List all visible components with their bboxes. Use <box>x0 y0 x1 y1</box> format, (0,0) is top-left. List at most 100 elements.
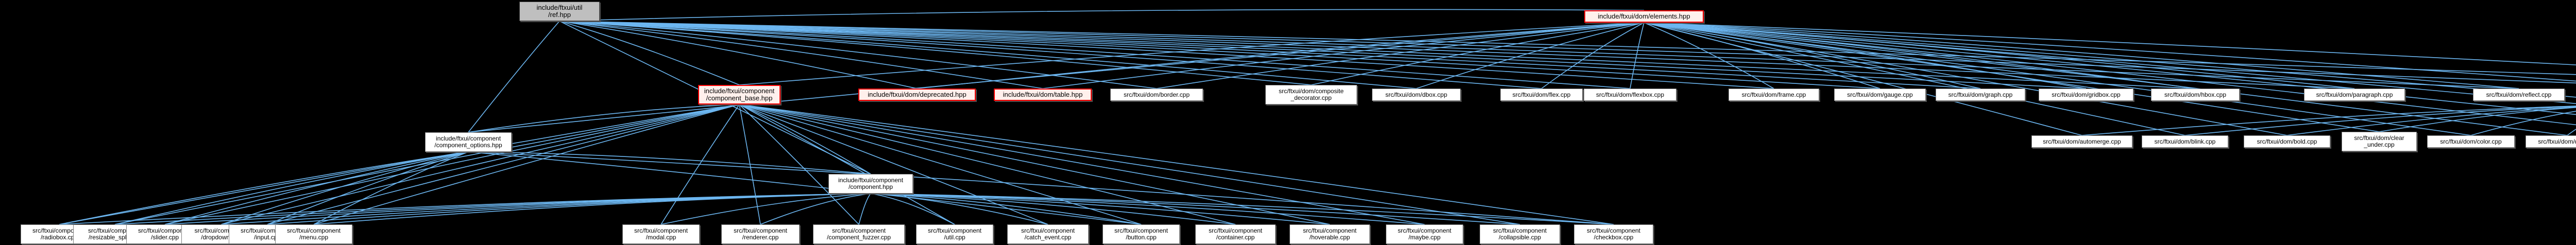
graph-node[interactable]: src/ftxui/dom/reflect.cpp <box>2473 89 2565 101</box>
graph-edge <box>1643 22 1981 89</box>
graph-node[interactable]: src/ftxui/dom/bold.cpp <box>2244 135 2330 148</box>
graph-edge <box>313 151 469 225</box>
graph-edge <box>660 104 740 225</box>
graph-edge <box>739 104 1236 225</box>
graph-node[interactable]: src/ftxui/dom/hbox.cpp <box>2151 89 2240 101</box>
graph-node[interactable]: include/ftxui/dom/table.hpp <box>994 89 1092 101</box>
graph-node[interactable]: src/ftxui/dom/automerge.cpp <box>2031 135 2132 148</box>
graph-edge <box>559 21 2576 84</box>
graph-node[interactable]: src/ftxui/dom/color.cpp <box>2427 135 2515 148</box>
graph-node[interactable]: src/ftxui/component /util.cpp <box>916 224 993 244</box>
graph-edge <box>559 21 918 89</box>
graph-node[interactable]: include/ftxui/dom/elements.hpp <box>1584 10 1704 23</box>
graph-node[interactable]: src/ftxui/dom/paragraph.cpp <box>2304 89 2405 101</box>
graph-edge <box>267 151 469 225</box>
graph-edge <box>870 193 1048 225</box>
graph-edge <box>739 104 871 174</box>
graph-edge <box>164 193 871 225</box>
graph-edge <box>559 21 1631 89</box>
graph-edge <box>559 21 1880 89</box>
graph-node[interactable]: src/ftxui/dom/graph.cpp <box>1936 89 2025 101</box>
graph-node[interactable]: src/ftxui/dom/dbox.cpp <box>1372 89 1461 101</box>
graph-node[interactable]: src/ftxui/dom/frame.cpp <box>1728 89 1819 101</box>
graph-edge <box>739 104 1330 225</box>
graph-edge <box>559 21 1417 89</box>
graph-node[interactable]: src/ftxui/component /maybe.cpp <box>1386 224 1463 244</box>
graph-node[interactable]: src/ftxui/dom/dim.cpp <box>2526 135 2576 148</box>
graph-edge <box>739 104 1614 225</box>
graph-edge <box>739 104 859 225</box>
graph-edge <box>1643 22 2568 136</box>
graph-node[interactable]: src/ftxui/dom/composite _decorator.cpp <box>1265 85 1357 104</box>
graph-edge <box>739 104 1425 225</box>
graph-edge <box>221 193 871 225</box>
graph-node[interactable]: src/ftxui/component /checkbox.cpp <box>1574 224 1653 244</box>
graph-edge <box>1541 22 1645 89</box>
graph-edge <box>870 193 1236 225</box>
graph-edge <box>1643 22 2576 98</box>
graph-node[interactable]: include/ftxui/util /ref.hpp <box>519 2 600 21</box>
graph-edge <box>559 21 2355 89</box>
graph-node[interactable]: src/ftxui/component /modal.cpp <box>622 224 700 244</box>
graph-edge <box>2567 129 2576 136</box>
graph-edge <box>559 21 1312 85</box>
graph-edge <box>468 21 560 133</box>
graph-edge <box>870 193 1330 225</box>
graph-node[interactable]: src/ftxui/dom/clear _under.cpp <box>2342 132 2417 151</box>
graph-edge <box>559 21 2519 89</box>
graph-edge <box>559 21 2087 89</box>
graph-edge <box>1643 22 2380 132</box>
graph-edge <box>1643 22 2196 89</box>
graph-node[interactable]: include/ftxui/component /component_optio… <box>425 132 512 152</box>
graph-edge <box>559 21 2196 89</box>
graph-edge <box>559 21 1981 89</box>
graph-edge <box>870 193 1142 225</box>
graph-edge <box>739 104 1142 225</box>
graph-edge <box>1643 22 2287 136</box>
graph-edge <box>760 193 871 225</box>
graph-edge <box>114 193 871 225</box>
graph-node[interactable]: src/ftxui/dom/border.cpp <box>1110 89 1203 101</box>
graph-node[interactable]: src/ftxui/component /hoverable.cpp <box>1290 224 1370 244</box>
graph-node[interactable]: src/ftxui/dom/flexbox.cpp <box>1584 89 1676 101</box>
graph-node[interactable]: src/ftxui/dom/gridbox.cpp <box>2039 89 2133 101</box>
graph-edge <box>1643 22 2471 136</box>
graph-edge <box>559 21 1542 89</box>
graph-edge <box>739 104 761 225</box>
graph-node[interactable]: src/ftxui/component /catch_event.cpp <box>1007 224 1089 244</box>
graph-node[interactable]: src/ftxui/component /renderer.cpp <box>721 224 800 244</box>
graph-edge <box>660 193 871 225</box>
graph-edge <box>1643 22 2576 65</box>
graph-node[interactable]: src/ftxui/dom/blink.cpp <box>2142 135 2228 148</box>
graph-edge <box>313 104 740 225</box>
graph-edge <box>468 104 740 133</box>
graph-node[interactable]: src/ftxui/dom/flex.cpp <box>1500 89 1583 101</box>
graph-edge <box>739 104 955 225</box>
graph-node[interactable]: src/ftxui/component /container.cpp <box>1195 224 1276 244</box>
graph-edge <box>1643 22 2087 89</box>
graph-edge <box>1156 22 1645 89</box>
graph-edge <box>1643 22 2355 89</box>
graph-edge <box>870 193 1614 225</box>
graph-node[interactable]: include/ftxui/component /component.hpp <box>828 174 913 194</box>
graph-edge <box>221 151 469 225</box>
graph-edge <box>468 151 871 174</box>
graph-edge <box>559 21 1774 89</box>
graph-node[interactable]: src/ftxui/component /collapsible.cpp <box>1480 224 1560 244</box>
graph-edge <box>1311 22 1645 85</box>
graph-edge <box>559 21 740 85</box>
graph-edge <box>2379 107 2576 132</box>
graph-node[interactable]: src/ftxui/component /component_fuzzer.cp… <box>813 224 905 244</box>
graph-edge <box>221 104 740 225</box>
graph-edge <box>468 151 1142 225</box>
graph-edge <box>2286 107 2576 136</box>
graph-edge <box>1643 22 2082 136</box>
graph-edge <box>1630 22 1645 89</box>
graph-edge <box>870 193 1425 225</box>
graph-node[interactable]: src/ftxui/component /menu.cpp <box>275 224 352 244</box>
graph-node[interactable]: src/ftxui/component /button.cpp <box>1103 224 1180 244</box>
graph-node[interactable]: include/ftxui/dom/deprecated.hpp <box>858 89 976 101</box>
graph-node[interactable]: include/ftxui/component /component_base.… <box>698 85 781 104</box>
graph-edge <box>1643 22 2576 82</box>
graph-node[interactable]: src/ftxui/dom/gauge.cpp <box>1834 89 1926 101</box>
